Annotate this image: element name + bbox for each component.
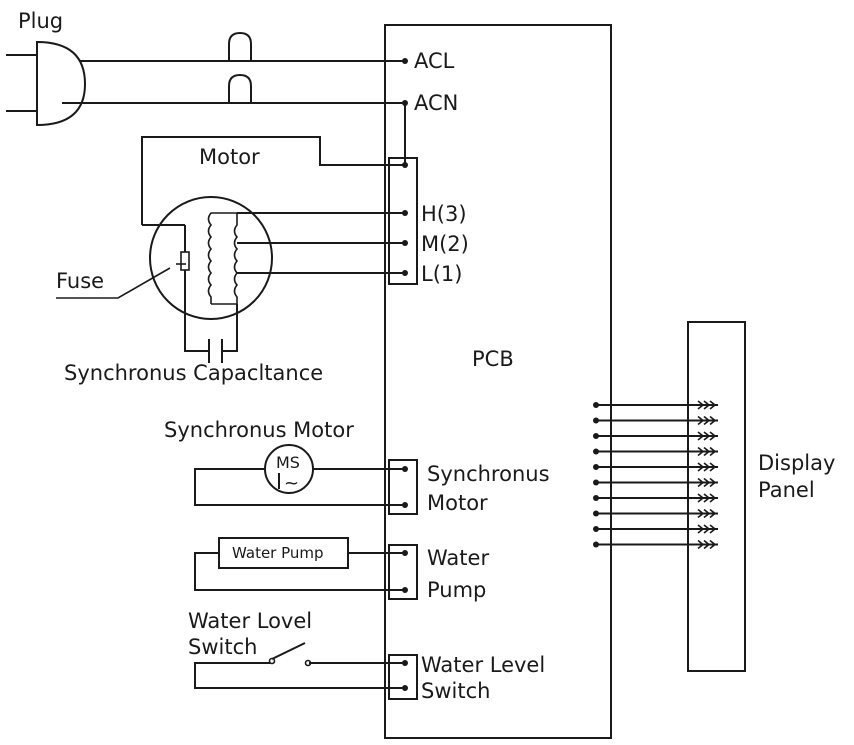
acn-wire: ACN [62,73,458,165]
switch-contact-icon [271,642,306,660]
fan-motor [149,196,273,320]
acn-label: ACN [414,91,458,115]
wls-label-line2: Switch [188,635,257,659]
acl-label: ACL [414,49,455,73]
l1-label: L(1) [421,262,462,286]
connector-arrow-icon [697,524,717,534]
h3-label: H(3) [421,202,467,226]
motor-taps: H(3) M(2) L(1) [237,202,469,286]
fuse-label: Fuse [56,269,104,293]
display-connection [593,493,718,503]
acn-fuse-icon [226,73,254,104]
fuse-pointer [56,267,171,299]
display-label-line1: Display [758,451,835,475]
sync-motor-title: Synchronus Motor [164,418,354,442]
water-pump-line2: Pump [427,578,486,602]
display-connection [593,539,718,550]
connector-arrow-icon [697,493,717,503]
motor-label: Motor [199,145,260,169]
sync-motor-line2: Motor [427,491,488,515]
motor-loop-wire [141,136,405,225]
sync-capacitor: Synchronus Capacltance [64,304,323,385]
connector-arrow-icon [697,400,717,410]
wls-label-line1: Water Lovel [188,609,312,633]
wls-right-line1: Water Level [421,653,545,677]
display-connection [593,415,718,426]
fuse-icon [180,251,190,271]
plug-body [36,40,87,127]
water-pump: Water Pump Water Pump [194,537,489,602]
plug-label: Plug [18,9,63,33]
motor-connector [388,157,418,285]
connector-arrow-icon [697,462,717,472]
motor-winding-right [233,213,239,304]
connector-arrow-icon [697,477,717,488]
plug: Plug [6,9,87,127]
motor-housing [149,196,273,320]
display-connection [593,431,718,441]
display-connections [593,400,718,550]
thermal-fuse: Fuse [56,224,190,318]
connector-arrow-icon [697,508,717,519]
water-level-connector [388,654,418,700]
wls-right-line2: Switch [421,679,490,703]
synchronous-motor: Synchronus Motor MS ~ Synchronus Motor [164,418,550,515]
acl-wire: ACL [79,31,455,73]
display-panel [687,321,746,672]
sync-cap-label: Synchronus Capacltance [64,361,323,385]
connector-arrow-icon [697,446,717,457]
connector-arrow-icon [697,415,717,426]
water-level-switch: Water Lovel Switch Water Level Switch [188,609,545,703]
pcb-label: PCB [472,347,514,371]
water-pump-connector [388,544,418,600]
pcb-board [384,24,612,739]
m2-label: M(2) [421,232,469,256]
ms-label: MS [276,453,300,472]
display-connection [593,400,718,410]
sync-motor-connector [388,459,418,515]
water-pump-line1: Water [427,546,489,570]
connector-arrow-icon [697,539,717,550]
motor-winding-left [207,212,217,304]
display-label-line2: Panel [758,478,815,502]
sync-motor-line1: Synchronus [427,462,550,486]
water-pump-box-label: Water Pump [232,544,324,562]
display-connection [593,446,718,457]
connector-arrow-icon [697,431,717,441]
display-connection [593,508,718,519]
display-connection [593,462,718,472]
display-connection [593,524,718,534]
acl-fuse-icon [226,31,254,62]
display-connection [593,477,718,488]
ms-ac-symbol: ~ [284,473,299,494]
